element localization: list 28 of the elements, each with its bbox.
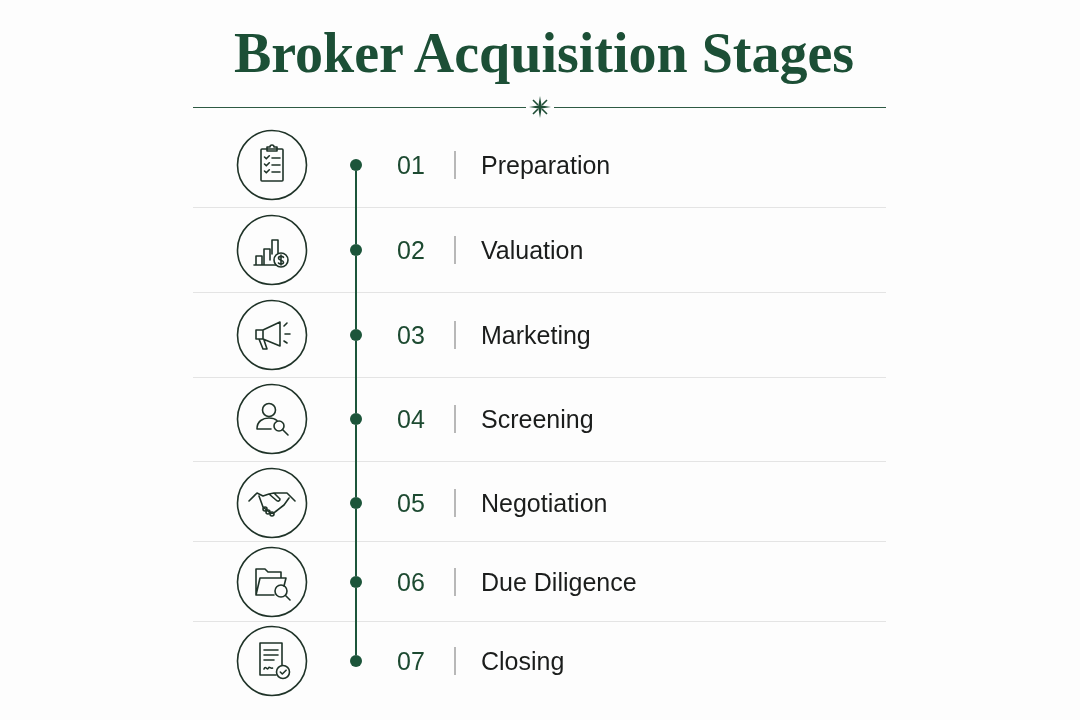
timeline-line <box>355 424 357 498</box>
timeline-line <box>355 587 357 656</box>
step-name: Valuation <box>481 235 584 265</box>
timeline-dot <box>350 329 362 341</box>
timeline-dot <box>350 244 362 256</box>
timeline-dot <box>350 497 362 509</box>
step-name: Negotiation <box>481 488 608 518</box>
title: Broker Acquisition Stages <box>233 21 855 86</box>
step-number: 04 <box>397 404 425 434</box>
timeline-line <box>355 340 357 414</box>
timeline-dot <box>350 655 362 667</box>
step-name: Preparation <box>481 150 611 180</box>
step-number: 03 <box>397 320 425 350</box>
timeline-dot <box>350 159 362 171</box>
step-number: 06 <box>397 567 425 597</box>
timeline-line <box>355 255 357 330</box>
step-number: 02 <box>397 235 425 265</box>
step-number: 01 <box>397 150 425 180</box>
timeline-dot <box>350 576 362 588</box>
step-name: Screening <box>481 404 594 434</box>
timeline-dot <box>350 413 362 425</box>
step-name: Due Diligence <box>481 567 637 597</box>
timeline-line <box>355 508 357 577</box>
step-name: Marketing <box>481 320 591 350</box>
step-name: Closing <box>481 646 565 676</box>
step-number: 07 <box>397 646 425 676</box>
step-number: 05 <box>397 488 425 518</box>
timeline-line <box>355 170 357 245</box>
